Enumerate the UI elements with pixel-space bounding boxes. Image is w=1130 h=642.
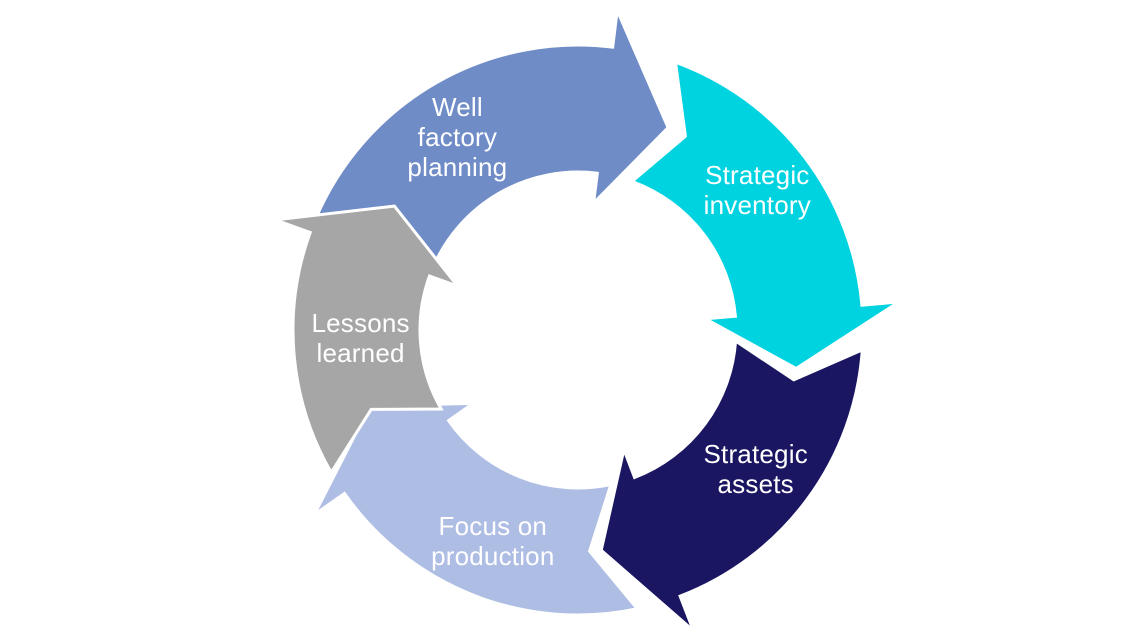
focus-on-production-line-2: production — [431, 540, 555, 571]
well-factory-planning-line-3: planning — [407, 152, 508, 183]
lessons-learned-line-2: learned — [316, 337, 405, 368]
focus-on-production-line-1: Focus on — [438, 510, 548, 541]
strategic-assets-line-2: assets — [717, 468, 794, 499]
lessons-learned-label: Lessons learned — [311, 308, 409, 368]
well-factory-planning-line-1: Well — [431, 92, 483, 123]
lessons-learned-arrow — [274, 204, 463, 476]
focus-on-production-arrow — [312, 401, 641, 617]
strategic-inventory-line-1: Strategic — [705, 159, 810, 190]
strategic-inventory-arrow — [629, 59, 900, 371]
focus-on-production-label: Focus on production — [431, 511, 554, 571]
strategic-assets-arrow — [599, 338, 864, 632]
lessons-learned-line-1: Lessons — [311, 307, 410, 338]
strategic-assets-line-1: Strategic — [703, 438, 808, 469]
well-factory-planning-label: Well factory planning — [407, 92, 507, 182]
well-factory-planning-line-2: factory — [417, 122, 498, 153]
strategic-inventory-line-2: inventory — [703, 189, 811, 220]
strategic-inventory-label: Strategic inventory — [704, 160, 811, 220]
strategic-assets-label: Strategic assets — [703, 439, 807, 499]
well-factory-planning-arrow — [313, 4, 670, 272]
